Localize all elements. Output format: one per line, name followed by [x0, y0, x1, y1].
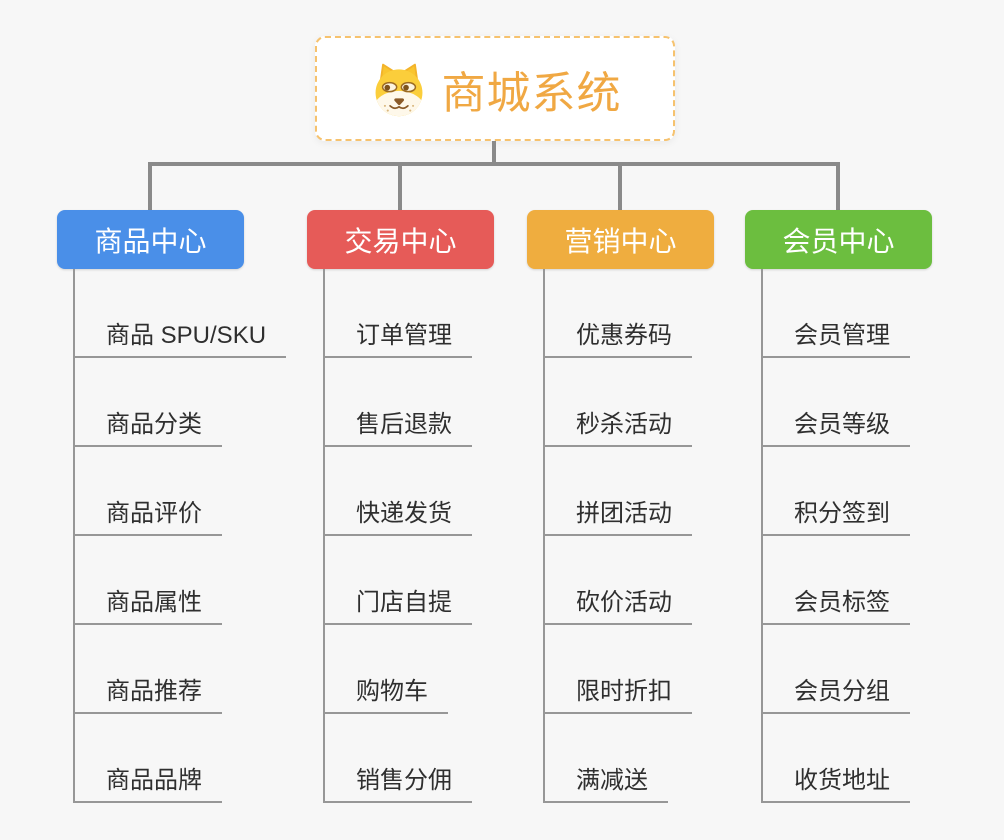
- subtopic-node[interactable]: 秒杀活动: [543, 410, 692, 447]
- branch-marketing-center: 营销中心 优惠券码 秒杀活动 拼团活动 砍价活动 限时折扣 满减送: [527, 210, 714, 803]
- subtopic-node[interactable]: 商品评价: [73, 499, 222, 536]
- subtopic-node[interactable]: 收货地址: [761, 766, 910, 803]
- branch-trunk-line: [73, 269, 75, 803]
- subtopic-node[interactable]: 快递发货: [323, 499, 472, 536]
- branch-node-member-center[interactable]: 会员中心: [745, 210, 932, 269]
- subtopic-node[interactable]: 订单管理: [323, 321, 472, 358]
- subtopic-node[interactable]: 会员标签: [761, 588, 910, 625]
- connector-root-stem: [492, 141, 496, 164]
- branch-label: 会员中心: [782, 225, 895, 257]
- branch-member-center: 会员中心 会员管理 会员等级 积分签到 会员标签 会员分组 收货地址: [745, 210, 932, 803]
- root-topic-label: 商城系统: [441, 68, 622, 118]
- subtopic-node[interactable]: 拼团活动: [543, 499, 692, 536]
- subtopic-node[interactable]: 限时折扣: [543, 677, 692, 714]
- branch-trunk-line: [543, 269, 545, 803]
- subtopic-node[interactable]: 商品分类: [73, 410, 222, 447]
- branch-trade-center: 交易中心 订单管理 售后退款 快递发货 门店自提 购物车 销售分佣: [307, 210, 494, 803]
- subtopic-node[interactable]: 积分签到: [761, 499, 910, 536]
- subtopic-node[interactable]: 商品品牌: [73, 766, 222, 803]
- branch-node-marketing-center[interactable]: 营销中心: [527, 210, 714, 269]
- subtopic-node[interactable]: 会员管理: [761, 321, 910, 358]
- subtopic-node[interactable]: 购物车: [323, 677, 448, 714]
- branch-trunk-line: [323, 269, 325, 803]
- connector-drop-trade: [398, 162, 402, 210]
- subtopic-node[interactable]: 会员分组: [761, 677, 910, 714]
- subtopic-node[interactable]: 售后退款: [323, 410, 472, 447]
- branch-node-trade-center[interactable]: 交易中心: [307, 210, 494, 269]
- branch-label: 营销中心: [564, 225, 677, 257]
- connector-bus: [148, 162, 840, 166]
- branch-label: 交易中心: [344, 225, 457, 257]
- connector-drop-product: [148, 162, 152, 210]
- subtopic-node[interactable]: 砍价活动: [543, 588, 692, 625]
- doge-face-icon: [375, 63, 422, 116]
- subtopic-node[interactable]: 商品推荐: [73, 677, 222, 714]
- subtopic-node[interactable]: 商品属性: [73, 588, 222, 625]
- subtopic-node[interactable]: 优惠券码: [543, 321, 692, 358]
- branch-label: 商品中心: [94, 225, 207, 257]
- branch-node-product-center[interactable]: 商品中心: [57, 210, 244, 269]
- branch-trunk-line: [761, 269, 763, 803]
- root-topic-node[interactable]: 商城系统: [315, 36, 675, 141]
- subtopic-node[interactable]: 门店自提: [323, 588, 472, 625]
- branch-product-center: 商品中心 商品 SPU/SKU 商品分类 商品评价 商品属性 商品推荐 商品品牌: [57, 210, 287, 803]
- connector-drop-marketing: [618, 162, 622, 210]
- subtopic-node[interactable]: 销售分佣: [323, 766, 472, 803]
- subtopic-node[interactable]: 商品 SPU/SKU: [73, 321, 287, 358]
- subtopic-node[interactable]: 会员等级: [761, 410, 910, 447]
- subtopic-node[interactable]: 满减送: [543, 766, 668, 803]
- connector-drop-member: [836, 162, 840, 210]
